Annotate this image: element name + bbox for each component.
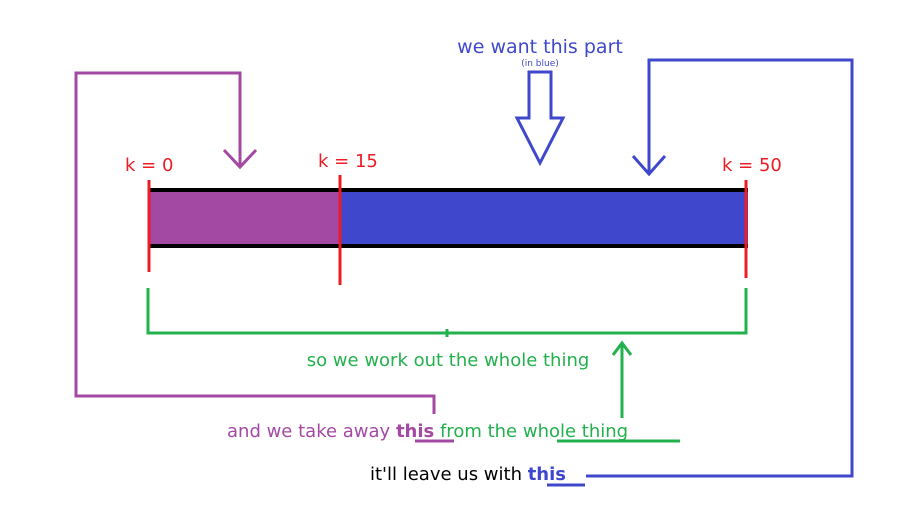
caption-line-2: it'll leave us with this — [370, 464, 566, 485]
purple-arrowhead-icon — [222, 148, 258, 170]
blue-arrowhead-icon — [631, 155, 667, 177]
caption2-part1: it'll leave us with — [370, 464, 528, 485]
bar-segment-purple — [148, 190, 340, 246]
bar-segment-blue — [340, 190, 748, 246]
label-k50: k = 50 — [722, 155, 782, 176]
label-k15: k = 15 — [318, 151, 378, 172]
down-arrow-icon — [514, 70, 566, 167]
subtitle: (in blue) — [521, 59, 559, 69]
up-arrow-icon — [611, 340, 633, 356]
blue-connector — [586, 58, 854, 478]
caption-this-blue: this — [528, 464, 566, 485]
green-bracket — [146, 288, 748, 335]
caption-line-1: and we take away this from the whole thi… — [227, 421, 628, 442]
bracket-caption: so we work out the whole thing — [307, 350, 590, 371]
title: we want this part — [457, 36, 623, 58]
caption-whole-thing: whole thing — [523, 421, 628, 442]
purple-connector — [74, 71, 436, 414]
caption-part1: and we take away — [227, 421, 396, 442]
caption-this-purple: this — [396, 421, 434, 442]
label-k0: k = 0 — [125, 155, 173, 176]
caption-part2: from the — [434, 421, 523, 442]
